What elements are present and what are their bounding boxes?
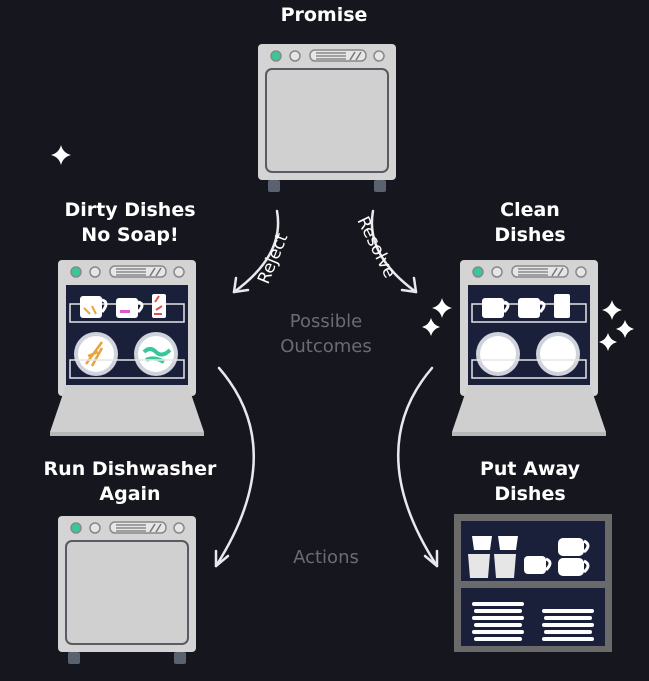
resolve-label: Resolve bbox=[353, 213, 400, 281]
finish-action-label: Put Away Dishes bbox=[479, 458, 581, 505]
sparkle-icons bbox=[51, 145, 634, 351]
promise-dishwasher bbox=[258, 44, 396, 192]
reject-arrow bbox=[232, 209, 280, 294]
rejected-outcome-label: Dirty Dishes No Soap! bbox=[64, 199, 196, 246]
sparkle-icon bbox=[51, 145, 71, 165]
promise-label: Promise bbox=[280, 4, 368, 26]
dirty-dishwasher bbox=[50, 260, 204, 436]
resolve-arrow bbox=[370, 209, 418, 294]
resolved-outcome-label: Clean Dishes bbox=[494, 199, 566, 246]
sparkle-icon bbox=[432, 298, 452, 318]
actions-heading: Actions bbox=[293, 547, 359, 568]
sparkle-icon bbox=[602, 300, 622, 320]
dish-cabinet bbox=[454, 514, 612, 652]
reject-label: Reject bbox=[254, 230, 292, 287]
sparkle-icon bbox=[422, 318, 440, 336]
retry-action-label: Run Dishwasher Again bbox=[43, 458, 217, 505]
sparkle-icon bbox=[599, 333, 617, 351]
finish-arrow bbox=[397, 366, 439, 568]
sparkle-icon bbox=[616, 320, 634, 338]
possible-outcomes-heading: Possible Outcomes bbox=[280, 311, 372, 357]
retry-dishwasher bbox=[58, 516, 196, 664]
clean-dishwasher bbox=[452, 260, 606, 436]
retry-arrow bbox=[214, 366, 255, 568]
